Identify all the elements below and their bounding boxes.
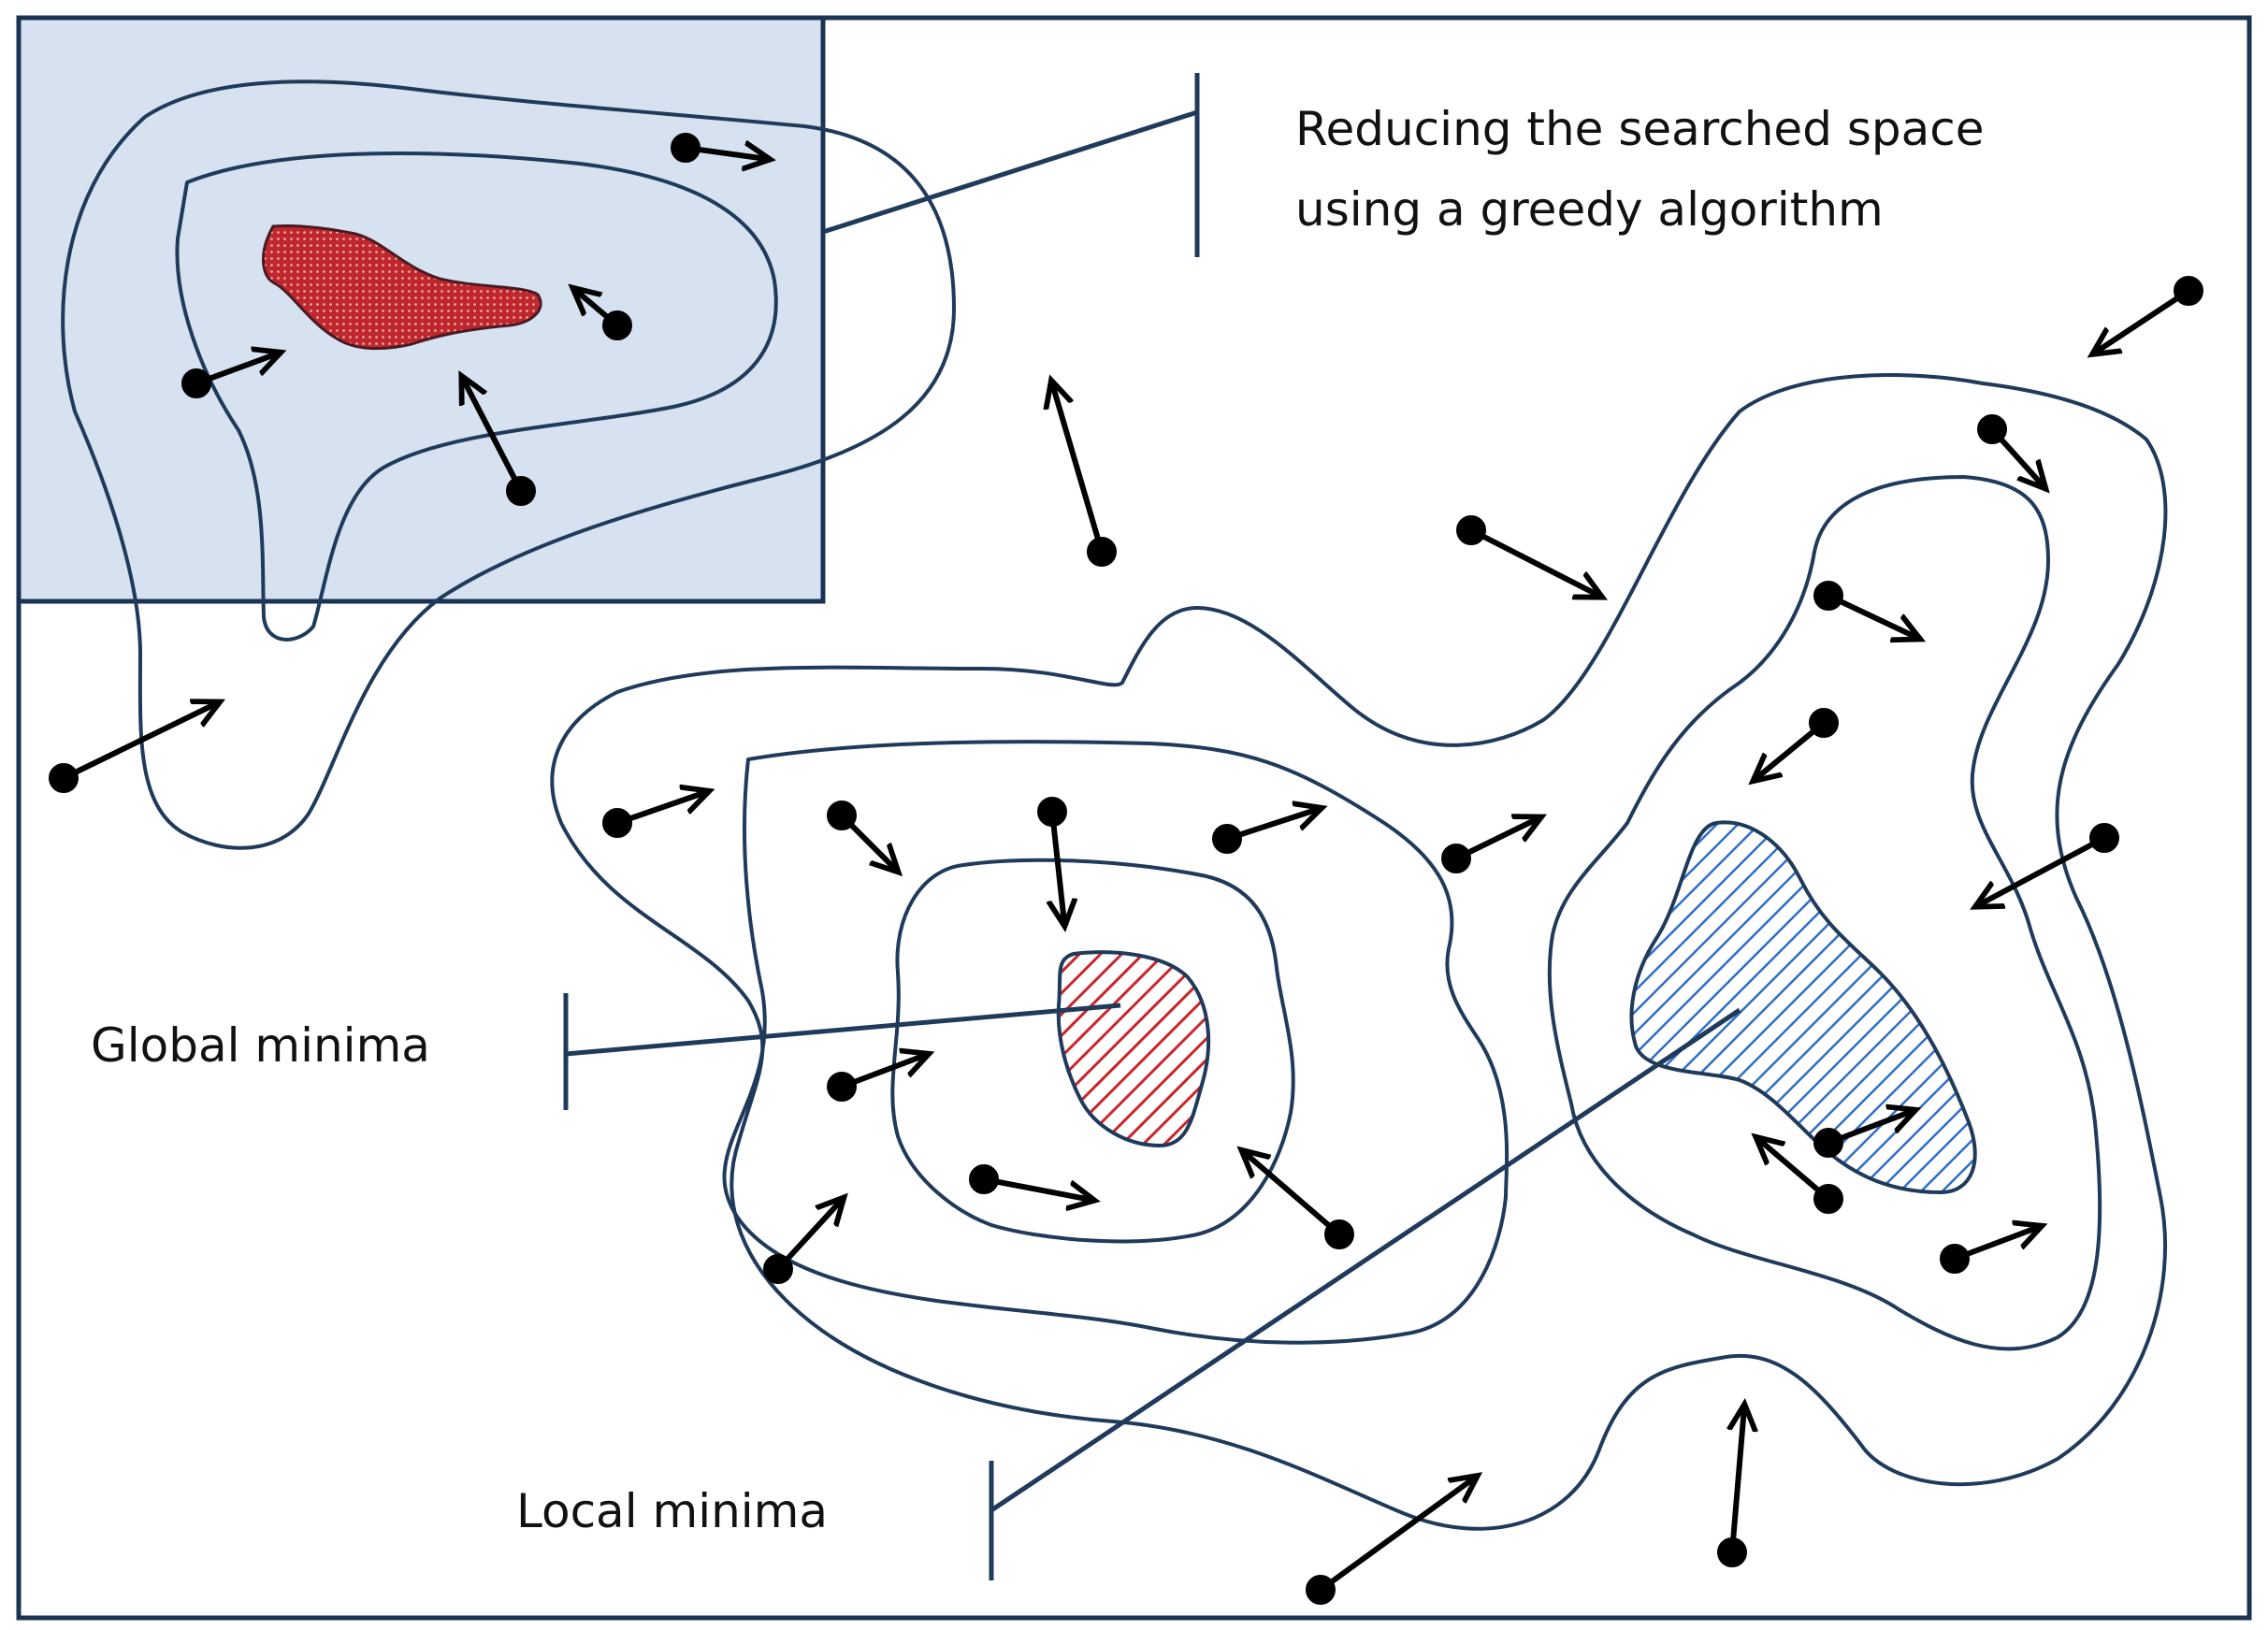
contour-line-top-inner [175,151,778,642]
search-start-point [1087,537,1117,567]
search-start-point [1456,515,1486,545]
search-start-point [1306,1575,1336,1605]
search-start-point [1813,1184,1843,1214]
search-step-arrow-line [775,1200,842,1272]
search-step-arrow [1441,818,1538,873]
search-step-arrow-line [1468,527,1599,596]
search-step-arrow-line [1052,383,1105,555]
search-step-arrow-line [1758,1139,1831,1202]
search-start-point [506,476,536,506]
search-start-point [1813,1128,1843,1158]
search-step-arrow [827,801,896,870]
search-start-point [827,801,857,830]
contour-line-right-outer [1547,475,2102,1351]
search-start-point [1809,708,1839,738]
search-step-arrow [1717,1407,1747,1567]
contour-line-top-outer [61,79,956,850]
search-step-arrow-line [61,703,217,781]
search-step-arrow-line [1052,809,1064,923]
search-start-point [969,1164,999,1194]
search-start-point [1441,844,1471,873]
search-step-arrow [763,1200,842,1284]
contour-line-center-middle [722,740,1510,1345]
search-step-arrow [1977,414,2044,486]
search-start-point [1717,1537,1747,1567]
search-step-arrow [1813,1111,1913,1158]
local-minima-label: Local minima [516,1484,829,1538]
search-step-arrow [2095,276,2203,353]
search-start-point [2174,276,2203,306]
search-step-arrow [1755,708,1839,779]
search-step-arrow [463,379,536,506]
reduce-space-label-line-2: using a greedy algorithm [1295,182,1884,237]
search-step-arrow-line [1244,1152,1342,1237]
search-step-arrow [1940,1227,2039,1274]
search-step-arrow-line [1732,1407,1744,1555]
search-start-point [1037,797,1067,827]
reduce-space-label-line-1: Reducing the searched space [1295,102,1985,156]
search-step-arrow [1244,1152,1354,1249]
search-step-arrow-line [1826,1111,1913,1146]
search-step-arrow [1456,515,1599,596]
search-step-arrow [602,792,706,838]
search-step-arrow [49,703,217,793]
global-minima-label: Global minima [91,1018,430,1073]
search-step-arrow [181,353,278,398]
search-start-point [1324,1219,1354,1249]
search-start-point [602,310,632,340]
search-step-arrow-line [463,379,524,494]
search-step-arrow [1037,797,1067,923]
search-step-arrow-line [1952,1227,2039,1262]
search-step-arrow-line [1453,818,1538,861]
search-step-arrow [1212,809,1319,854]
contour-line-center-inner [890,858,1295,1244]
search-step-arrow-line [1224,809,1319,842]
search-start-point [181,368,211,398]
search-start-point [763,1254,793,1284]
search-step-arrow-line [1826,593,1917,638]
search-step-arrow [1978,823,2119,905]
search-start-point [2089,823,2119,853]
callout-reduce-connector [822,109,1198,235]
search-start-point [602,808,632,838]
search-step-arrow [969,1164,1091,1200]
search-start-point [827,1072,857,1102]
search-step-arrow [827,1055,926,1102]
search-start-point [1977,414,2007,444]
search-step-arrow-line [1318,1478,1475,1593]
search-step-arrow [1052,383,1117,567]
search-step-arrow-line [1978,835,2107,905]
contour-line-center-outer [550,373,2168,1531]
search-step-arrow [575,290,632,340]
local-minimum-region [1629,820,1977,1195]
search-step-arrow-line [614,792,706,826]
search-arrows [49,133,2203,1605]
search-step-arrow [1306,1478,1475,1605]
search-step-arrow-line [839,1055,926,1089]
search-start-point [1212,824,1242,854]
search-start-point [671,133,701,163]
search-step-arrow-line [2095,288,2191,353]
search-step-arrow-line [981,1176,1091,1200]
greedy-search-minimum-region [261,224,542,351]
callout-global-connector [565,1003,1121,1057]
search-start-point [49,763,79,793]
search-start-point [1813,581,1843,611]
search-start-point [1940,1244,1970,1274]
callout-local-connector [990,1007,1741,1513]
search-step-arrow [1813,581,1917,638]
search-step-arrow [671,133,767,163]
search-step-arrow [1758,1139,1843,1214]
